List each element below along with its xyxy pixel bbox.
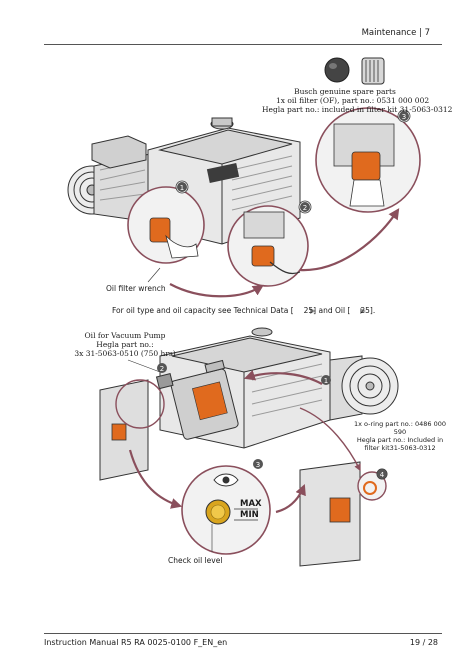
svg-text:4: 4	[380, 471, 385, 479]
reference-triangle-2	[360, 308, 366, 314]
step-badge-1: 1	[177, 182, 187, 192]
step-badge-fig2-2: 2	[157, 363, 167, 373]
step-badge-fig2-4: 4	[377, 469, 387, 479]
flow-arrow-1-2	[169, 283, 264, 298]
svg-text:3: 3	[256, 461, 260, 469]
step-badge-2: 2	[300, 202, 310, 212]
oil-reference-link[interactable]: 25].	[360, 306, 376, 315]
flow-arrow-fig2-to-4	[299, 407, 361, 472]
oil-type-note-prefix: For oil type and oil capacity see Techni…	[112, 306, 294, 315]
footer-manual-title: Instruction Manual R5 RA 0025-0100 F_EN_…	[44, 638, 228, 647]
oring-filter-kit: filter kit31-5063-0312	[364, 444, 436, 452]
footer-page-number: 19 / 28	[409, 638, 438, 647]
oil-hegla-label: Hegla part no.:	[96, 340, 154, 349]
step3-oil-level-circle	[181, 465, 271, 555]
min-level-label: MIN	[240, 510, 259, 520]
technical-data-reference-link[interactable]: 25] and Oil [	[303, 306, 351, 315]
svg-text:1: 1	[324, 377, 328, 385]
svg-text:3: 3	[402, 113, 406, 121]
oil-filter-wrench-label: Oil filter wrench	[106, 284, 166, 293]
oil-leader-line	[127, 359, 161, 373]
oil-title: Oil for Vacuum Pump	[84, 331, 166, 340]
reference-triangle-1	[310, 308, 316, 314]
spare-part-number: 1x oil filter (OF), part no.: 0531 000 0…	[276, 96, 430, 105]
step2-detail-circle	[227, 200, 312, 287]
check-oil-level-label: Check oil level	[168, 556, 223, 565]
flow-arrow-2-3	[299, 208, 400, 272]
step-badge-fig2-1: 1	[321, 375, 331, 385]
spare-parts-title: Busch genuine spare parts	[294, 87, 396, 96]
oring-part-number: 1x o-ring part no.: 0486 000	[354, 420, 446, 428]
oil-bottle-icon	[155, 359, 239, 440]
svg-text:2: 2	[160, 365, 164, 373]
flow-arrow-fig2-3-4	[275, 483, 306, 514]
step4-oring-circle	[299, 461, 388, 567]
oil-type-note: For oil type and oil capacity see Techni…	[112, 306, 375, 315]
header-section: Maintenance | 7	[361, 28, 430, 38]
flow-arrow-fig2-1-2	[243, 370, 323, 385]
step3-detail-circle	[315, 107, 421, 213]
step-badge-fig2-3: 3	[253, 459, 263, 469]
header-rule	[44, 44, 442, 45]
step-badge-3: 3	[399, 111, 409, 121]
footer-rule	[44, 633, 442, 634]
wrench-leader-line	[147, 267, 161, 283]
hegla-part-number: Hegla part no.: included in filter kit 3…	[262, 105, 453, 114]
max-level-label: MAX	[240, 499, 262, 509]
oil-filter-spare-part-icon	[324, 57, 385, 85]
svg-text:1: 1	[180, 184, 184, 192]
oil-funnel-step-circle	[115, 379, 165, 429]
flow-arrow-fig2-2-3	[128, 449, 183, 509]
oring-part-number-cont: 590	[393, 428, 407, 436]
svg-text:2: 2	[303, 204, 307, 212]
oring-hegla-part: Hegla part no.: Included in	[356, 436, 444, 444]
oil-part-number: 3x 31-5063-0510 (750 hrs)	[74, 349, 176, 358]
